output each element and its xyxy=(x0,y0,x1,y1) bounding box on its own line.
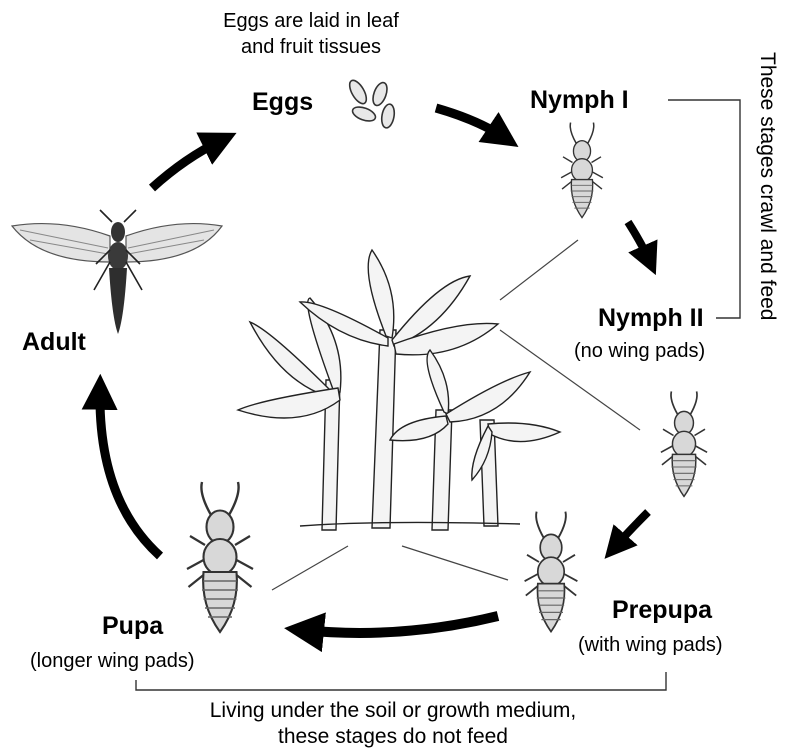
stage-label-prepupa: Prepupa xyxy=(612,596,712,625)
stage-label-eggs: Eggs xyxy=(252,88,313,117)
banana-plant-illustration xyxy=(238,250,560,530)
eggs-note-line-1: Eggs are laid in leaf xyxy=(196,8,426,34)
stage-note-nymph-2: (no wing pads) xyxy=(574,340,705,363)
soil-note-line-2: these stages do not feed xyxy=(168,724,618,750)
feeding-stages-note: These stages crawl and feed xyxy=(755,52,779,321)
eggs-note: Eggs are laid in leaf and fruit tissues xyxy=(196,8,426,60)
soil-bracket xyxy=(136,672,666,690)
nymph-1-illustration xyxy=(561,123,603,218)
stage-note-pupa: (longer wing pads) xyxy=(30,650,195,673)
stage-label-pupa: Pupa xyxy=(102,612,163,641)
arrow-pupa-to-adult xyxy=(100,390,160,556)
eggs-note-line-2: and fruit tissues xyxy=(196,34,426,60)
adult-illustration xyxy=(12,210,222,334)
arrow-nymph1-to-nymph2 xyxy=(628,222,650,262)
nymph-2-illustration xyxy=(661,391,707,496)
stage-note-prepupa: (with wing pads) xyxy=(578,634,723,657)
stage-label-nymph-2: Nymph II xyxy=(598,304,704,333)
arrow-adult-to-eggs xyxy=(152,140,222,188)
arrow-prepupa-to-pupa xyxy=(302,616,498,633)
eggs-illustration xyxy=(346,78,396,129)
arrow-eggs-to-nymph1 xyxy=(436,108,505,138)
arrow-nymph2-to-prepupa xyxy=(614,512,648,548)
soil-note-line-1: Living under the soil or growth medium, xyxy=(168,698,618,724)
stage-label-adult: Adult xyxy=(22,328,86,357)
stage-label-nymph-1: Nymph I xyxy=(530,86,629,115)
pupa-illustration xyxy=(187,482,253,632)
soil-stages-note: Living under the soil or growth medium, … xyxy=(168,698,618,750)
prepupa-illustration xyxy=(525,512,578,632)
feeding-bracket xyxy=(668,100,740,318)
